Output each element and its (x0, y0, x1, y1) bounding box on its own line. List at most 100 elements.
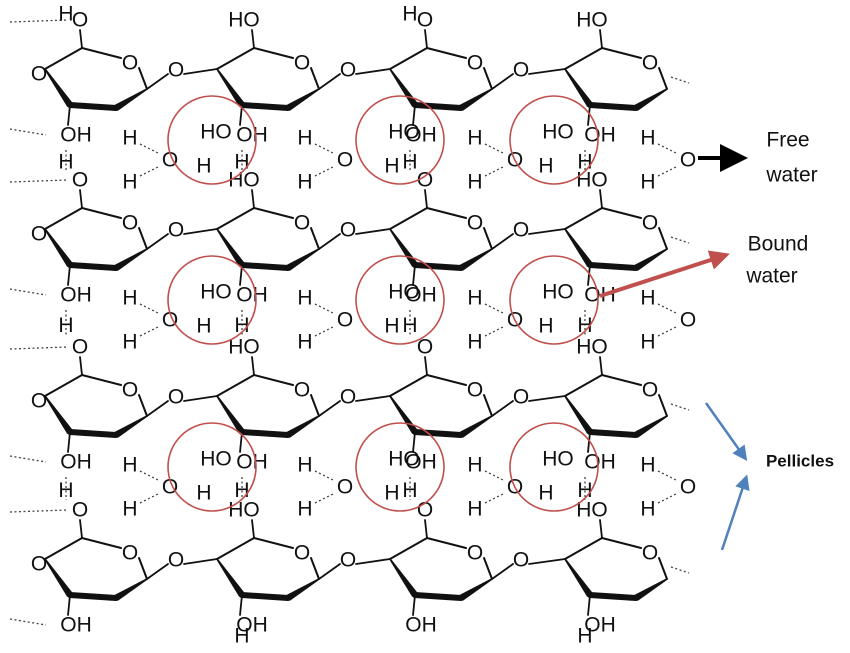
ring-oxygen: O (294, 542, 310, 565)
ring-wedge-bond (44, 395, 73, 434)
hydroxyl-group: OH (236, 451, 268, 474)
glycosidic-bond (491, 233, 514, 250)
water-bond (484, 165, 506, 177)
bound-hydroxyl: HO (542, 448, 574, 471)
ring-wedge-bond (459, 415, 493, 438)
ring-oxygen: O (467, 212, 483, 235)
water-hydrogen: H (467, 287, 482, 310)
ring-bold-bond (587, 429, 639, 438)
ring-bold-bond (412, 429, 464, 438)
chain-end-dots (670, 236, 690, 244)
substituent-bond (251, 29, 255, 49)
water-hydrogen: H (467, 454, 482, 477)
ring-bold-bond (587, 102, 639, 111)
substituent-bond (424, 29, 428, 49)
water-molecule: HHO (122, 454, 178, 521)
water-molecule: HHO (297, 287, 353, 354)
substituent-bond (599, 29, 603, 49)
ring-bond (389, 47, 428, 70)
hydroxyl-group: HO (228, 169, 260, 192)
ring-bond (44, 537, 83, 560)
water-oxygen: O (162, 309, 178, 332)
chain-end-dots (9, 19, 69, 23)
glycosidic-oxygen: O (340, 386, 356, 409)
ring-bond (658, 227, 668, 250)
terminal-oxygen: O (31, 390, 47, 413)
ring-bold-bond (239, 429, 291, 438)
bound-hydrogen: H (538, 315, 553, 338)
bound-water-circle (167, 422, 257, 512)
bridging-hydrogen: H (58, 151, 73, 174)
ring-wedge-bond (44, 558, 73, 597)
pellicles-arrow (720, 474, 750, 551)
substituent-bond (424, 356, 428, 376)
water-hydrogen: H (467, 498, 482, 521)
ring-bond (81, 47, 122, 59)
glycosidic-oxygen: O (513, 219, 529, 242)
water-hydrogen: H (640, 287, 655, 310)
bound-water-arrow (599, 250, 730, 298)
water-oxygen: O (337, 309, 353, 332)
ring-bond (81, 537, 122, 549)
glycosidic-oxygen: O (168, 549, 184, 572)
hydroxyl-group: HO (576, 336, 608, 359)
substituent-bond (587, 104, 591, 126)
ring-wedge-bond (459, 88, 493, 111)
ring-bond (216, 537, 255, 560)
bridging-hydrogen: H (577, 151, 592, 174)
bridging-hydrogen: H (234, 314, 249, 337)
bound-hydroxyl: HO (542, 121, 574, 144)
ring-bond (564, 207, 603, 230)
ring-wedge-bond (564, 395, 593, 434)
substituent-bond (412, 104, 416, 126)
water-bond (657, 325, 679, 337)
ring-bond (426, 207, 467, 219)
water-bond (484, 470, 506, 482)
bound-hydroxyl: HO (388, 281, 420, 304)
glycosidic-bond (355, 228, 391, 235)
substituent-bond (424, 519, 428, 539)
water-hydrogen: H (297, 171, 312, 194)
ring-wedge-bond (286, 248, 320, 271)
bound-hydroxyl: HO (200, 448, 232, 471)
ring-bond (483, 67, 493, 90)
substituent-bond (599, 356, 603, 376)
ring-bond (81, 207, 122, 219)
hydroxyl-group: OH (584, 124, 616, 147)
pellicles-label: Pellicles (766, 452, 834, 471)
substituent-bond (79, 29, 83, 49)
chain-end-dots (9, 455, 47, 463)
ring-wedge-bond (286, 88, 320, 111)
ring-bold-bond (67, 592, 119, 601)
bound-hydroxyl: HO (388, 121, 420, 144)
ring-bond (426, 47, 467, 59)
free-water-label: water (765, 164, 817, 187)
hydroxyl-group: OH (236, 124, 268, 147)
water-bond (484, 303, 506, 315)
substituent-bond (412, 594, 416, 616)
glycosidic-bond (318, 400, 341, 417)
substituent-bond (587, 594, 591, 616)
glycosidic-bond (183, 558, 218, 565)
bound-water-circle (509, 95, 599, 185)
ring-wedge-bond (44, 68, 73, 107)
substituent-bond (412, 431, 416, 453)
water-bond (139, 492, 161, 504)
ring-wedge-bond (634, 578, 668, 601)
bound-water-label: Bound (748, 233, 809, 256)
glycosidic-bond (318, 563, 341, 580)
glycosidic-oxygen: O (340, 219, 356, 242)
glycosidic-oxygen: O (168, 59, 184, 82)
hydroxyl-group: OH (405, 124, 437, 147)
water-hydrogen: H (297, 127, 312, 150)
substituent-bond (412, 264, 416, 286)
ring-wedge-bond (114, 578, 148, 601)
ring-wedge-bond (389, 395, 418, 434)
water-hydrogen: H (640, 331, 655, 354)
